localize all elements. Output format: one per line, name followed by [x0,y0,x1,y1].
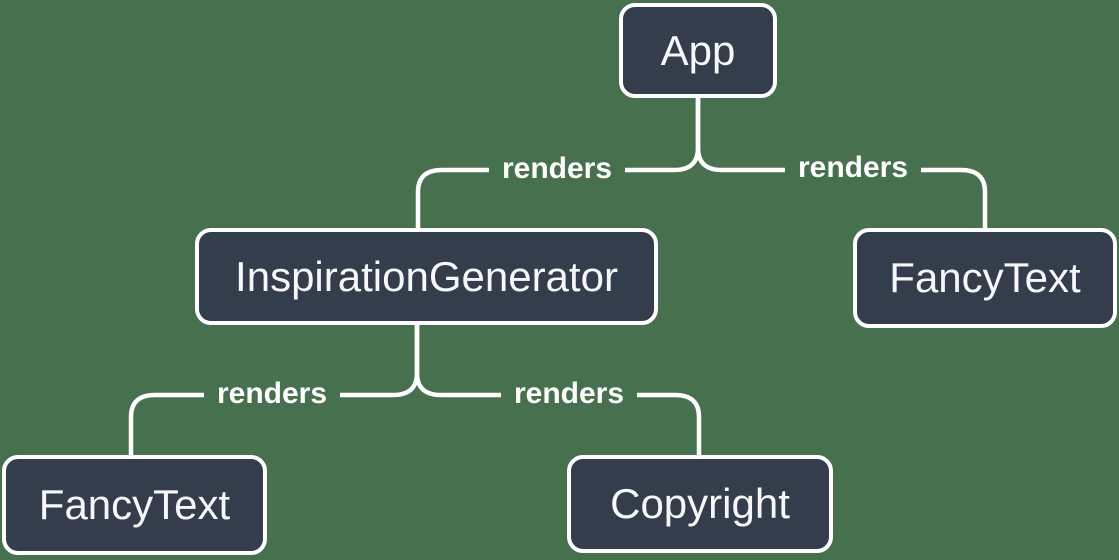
node-inspiration-generator: InspirationGenerator [195,228,658,325]
node-fancy-text-top: FancyText [853,228,1117,328]
edge-label-renders-app-inspiration: renders [488,152,626,186]
node-copyright: Copyright [567,455,833,553]
node-fancy-text-bottom: FancyText [2,455,267,555]
edge-label-renders-app-fancytext: renders [784,151,922,185]
edge-label-renders-inspiration-fancytext: renders [203,377,341,411]
node-app: App [619,3,777,98]
edge-label-renders-inspiration-copyright: renders [500,377,638,411]
